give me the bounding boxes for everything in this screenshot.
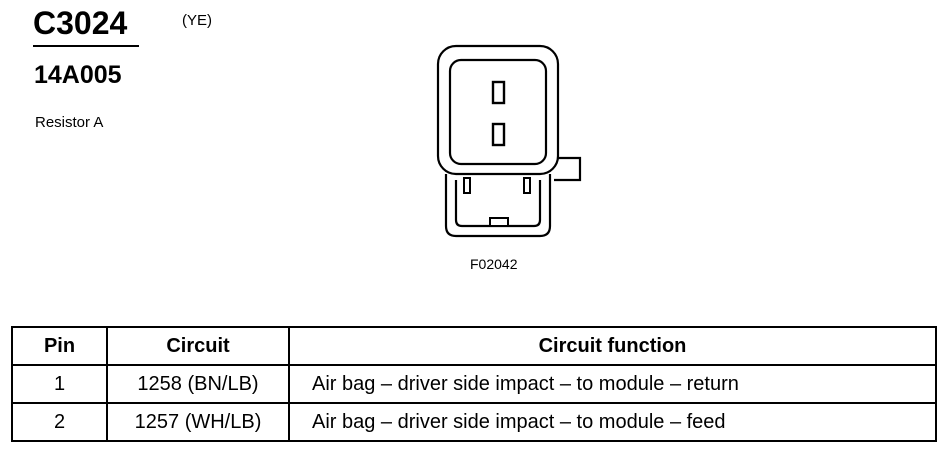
pin-2-terminal — [491, 122, 506, 147]
table-header-row: Pin Circuit Circuit function — [11, 326, 937, 366]
connector-face-diagram — [436, 44, 582, 238]
pin-1-terminal — [491, 80, 506, 105]
header-pin: Pin — [11, 326, 108, 366]
circuit-cell: 1258 (BN/LB) — [106, 364, 290, 404]
header-circuit: Circuit — [106, 326, 290, 366]
part-number: 14A005 — [34, 61, 122, 89]
title-underline — [33, 45, 139, 47]
connector-inner-face — [448, 58, 548, 166]
connector-lower-shroud — [444, 174, 552, 238]
keying-mark-right — [523, 177, 531, 194]
connector-outer-body — [436, 44, 560, 176]
pinout-table: Pin Circuit Circuit function 1 1258 (BN/… — [11, 326, 937, 442]
component-name: Resistor A — [35, 114, 104, 131]
table-row: 1 1258 (BN/LB) Air bag – driver side imp… — [11, 364, 937, 404]
circuit-cell: 1257 (WH/LB) — [106, 402, 290, 442]
table-row: 2 1257 (WH/LB) Air bag – driver side imp… — [11, 402, 937, 442]
connector-latch-tab — [554, 156, 582, 182]
pin-cell: 1 — [11, 364, 108, 404]
connector-color-code: (YE) — [182, 12, 212, 29]
function-cell: Air bag – driver side impact – to module… — [288, 364, 937, 404]
header-function: Circuit function — [288, 326, 937, 366]
keying-mark-bottom — [489, 217, 509, 227]
keying-mark-left — [463, 177, 471, 194]
pin-cell: 2 — [11, 402, 108, 442]
function-cell: Air bag – driver side impact – to module… — [288, 402, 937, 442]
figure-reference: F02042 — [470, 256, 518, 272]
connector-id: C3024 — [33, 5, 128, 41]
